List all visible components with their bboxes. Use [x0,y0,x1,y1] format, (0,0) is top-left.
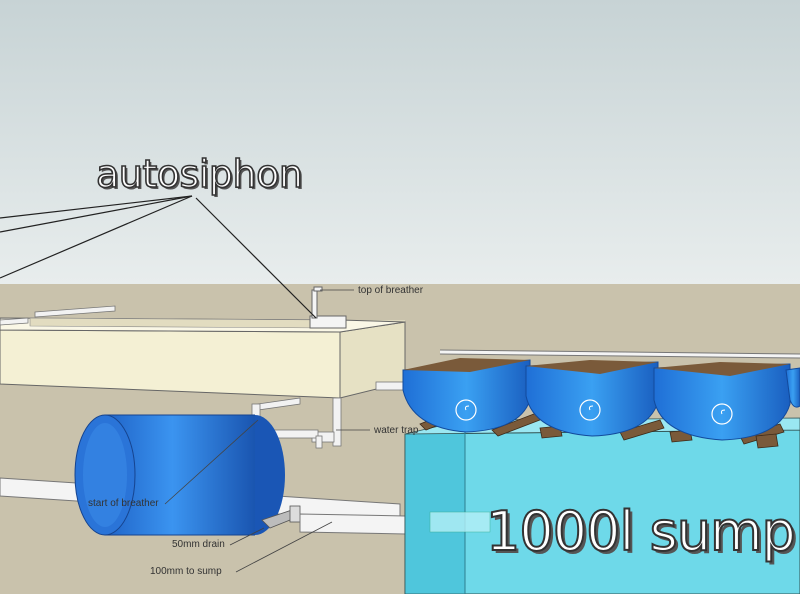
autosiphon-leader-lines [0,195,317,319]
autosiphon-title: autosiphon [95,151,304,197]
siphon-plumbing [251,381,407,449]
autosiphon-housing [309,286,347,329]
bowl-bed-1 [402,358,531,433]
sky [0,0,800,284]
label-leader-lines [164,289,370,573]
grow-bed [0,305,406,399]
label-top-of-breather: top of breather [358,285,424,296]
water-barrel [74,414,301,536]
label-100mm-to-sump: 100mm to sump [150,566,222,577]
sump-inlet-pipe [299,513,406,535]
bowl-bed-2 [525,360,659,437]
sump-tank-label: 1000l sump [485,499,797,564]
label-start-of-breather: start of breather [88,498,159,509]
bowl-bed-3 [653,362,791,441]
label-50mm-drain: 50mm drain [172,539,225,550]
label-water-trap: water trap [374,425,419,436]
bowl-grow-beds [402,349,800,441]
